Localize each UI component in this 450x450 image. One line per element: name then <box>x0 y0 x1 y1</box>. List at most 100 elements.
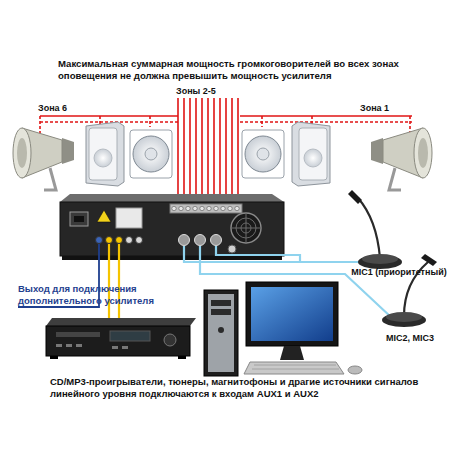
computer-part <box>244 362 344 374</box>
amplifier-part <box>106 237 113 244</box>
cd-player-part-part <box>76 344 82 347</box>
amplifier-part <box>170 204 242 213</box>
horn-speaker-part <box>44 168 56 190</box>
amplifier-part-part <box>235 206 239 210</box>
cd-player-part <box>56 332 100 337</box>
cd-player-part <box>50 356 58 359</box>
computer-part <box>252 365 339 369</box>
amplifier-part-part <box>179 206 183 210</box>
microphone-part <box>382 313 426 327</box>
horn-speaker-part <box>13 128 31 178</box>
horn-speaker-part <box>62 138 74 164</box>
microphone-part <box>348 190 362 204</box>
ceiling-speaker-part <box>257 148 269 160</box>
mic-label: MIC1 (приоритетный) <box>350 267 448 278</box>
box-speaker-part <box>94 149 112 167</box>
amplifier-part-part <box>186 206 190 210</box>
zone-label: Зона 6 <box>38 103 98 114</box>
computer-part <box>204 290 238 376</box>
cd-player-part <box>110 331 150 341</box>
amplifier-part <box>96 237 103 244</box>
amplifier-part-part <box>193 206 197 210</box>
amplifier-part-part <box>207 206 211 210</box>
horn-speaker-part <box>17 138 27 168</box>
heading-note: Максимальная суммарная мощность громкого… <box>58 58 450 82</box>
amplifier-part-part <box>200 206 204 210</box>
amplifier-part <box>179 235 190 246</box>
cd-player-part <box>46 326 190 356</box>
ceiling-speaker-part <box>242 130 284 178</box>
zone-wires-part-part <box>99 116 101 124</box>
ceiling-speaker-part <box>130 130 172 178</box>
cd-player-part <box>178 356 186 359</box>
amplifier <box>60 194 284 260</box>
amplifier-part-part <box>214 206 218 210</box>
cd-player-part <box>56 344 128 349</box>
cd-player-part-part <box>112 346 118 349</box>
box-speaker-part <box>299 128 327 180</box>
horn-speaker-part <box>414 128 432 178</box>
mic-label: MIC2, MIC3 <box>372 333 448 344</box>
amplifier-part <box>172 206 239 210</box>
horn-speaker-part <box>371 138 383 164</box>
amplifier-part <box>195 235 206 246</box>
computer-part <box>211 309 231 315</box>
amplifier-part <box>231 213 261 243</box>
zone-wires-part-part <box>40 121 178 123</box>
mic-wires-part <box>216 246 300 262</box>
zone-wires-part <box>240 115 412 117</box>
zone-wires <box>40 98 412 205</box>
microphone <box>348 190 402 269</box>
amplifier-part <box>116 208 142 228</box>
cd-player-part <box>164 334 176 346</box>
cd-player-part <box>46 318 196 326</box>
amplifier-part-part <box>228 206 232 210</box>
microphone-part <box>358 198 380 258</box>
source-note: CD/MP3-проигрыватели, тюнеры, магнитофон… <box>50 376 442 400</box>
computer-part <box>211 300 231 306</box>
ceiling-speaker-part <box>133 136 169 172</box>
cd-player-part-part <box>56 344 62 347</box>
zone-wires-part-part <box>39 116 41 135</box>
horn-speaker-part <box>418 138 428 168</box>
zone-wires-part-part <box>240 121 412 123</box>
box-speaker-part <box>292 122 330 186</box>
box-speaker-part <box>86 122 124 186</box>
computer-part <box>251 287 333 341</box>
cd-player <box>46 318 196 359</box>
computer-part <box>348 366 362 374</box>
amplifier-part <box>60 194 284 202</box>
cd-player-part-part <box>66 344 72 347</box>
horn-speaker-part <box>389 168 401 190</box>
amplifier-part <box>116 237 123 244</box>
horn-speaker <box>13 128 74 190</box>
mic-wires-part <box>184 246 362 262</box>
amplifier-part <box>74 216 84 222</box>
microphone <box>382 254 437 327</box>
box-speaker <box>86 122 124 186</box>
box-speaker <box>292 122 330 186</box>
microphone-part <box>421 254 437 266</box>
amplifier-part <box>70 212 88 226</box>
amplifier-part <box>62 256 282 260</box>
amplifier-part <box>231 213 261 243</box>
zone-wires-part <box>178 98 238 205</box>
zone-label: Зоны 2-5 <box>176 86 246 97</box>
amplifier-part-part <box>221 206 225 210</box>
amplifier-part <box>60 202 284 256</box>
ceiling-speaker-part <box>145 148 157 160</box>
cd-player-part-part <box>122 346 128 349</box>
amplifier-part <box>97 210 111 222</box>
zone-wires-part <box>40 115 178 117</box>
computer-part <box>246 282 338 346</box>
horn-speaker <box>371 128 432 190</box>
box-speaker-part <box>304 149 322 167</box>
amplifier-part <box>211 235 222 246</box>
computer-part <box>218 327 224 333</box>
computer-part <box>280 346 304 360</box>
amplifier-part <box>136 237 143 244</box>
microphone-part <box>358 255 402 269</box>
amplifier-part <box>126 237 133 244</box>
